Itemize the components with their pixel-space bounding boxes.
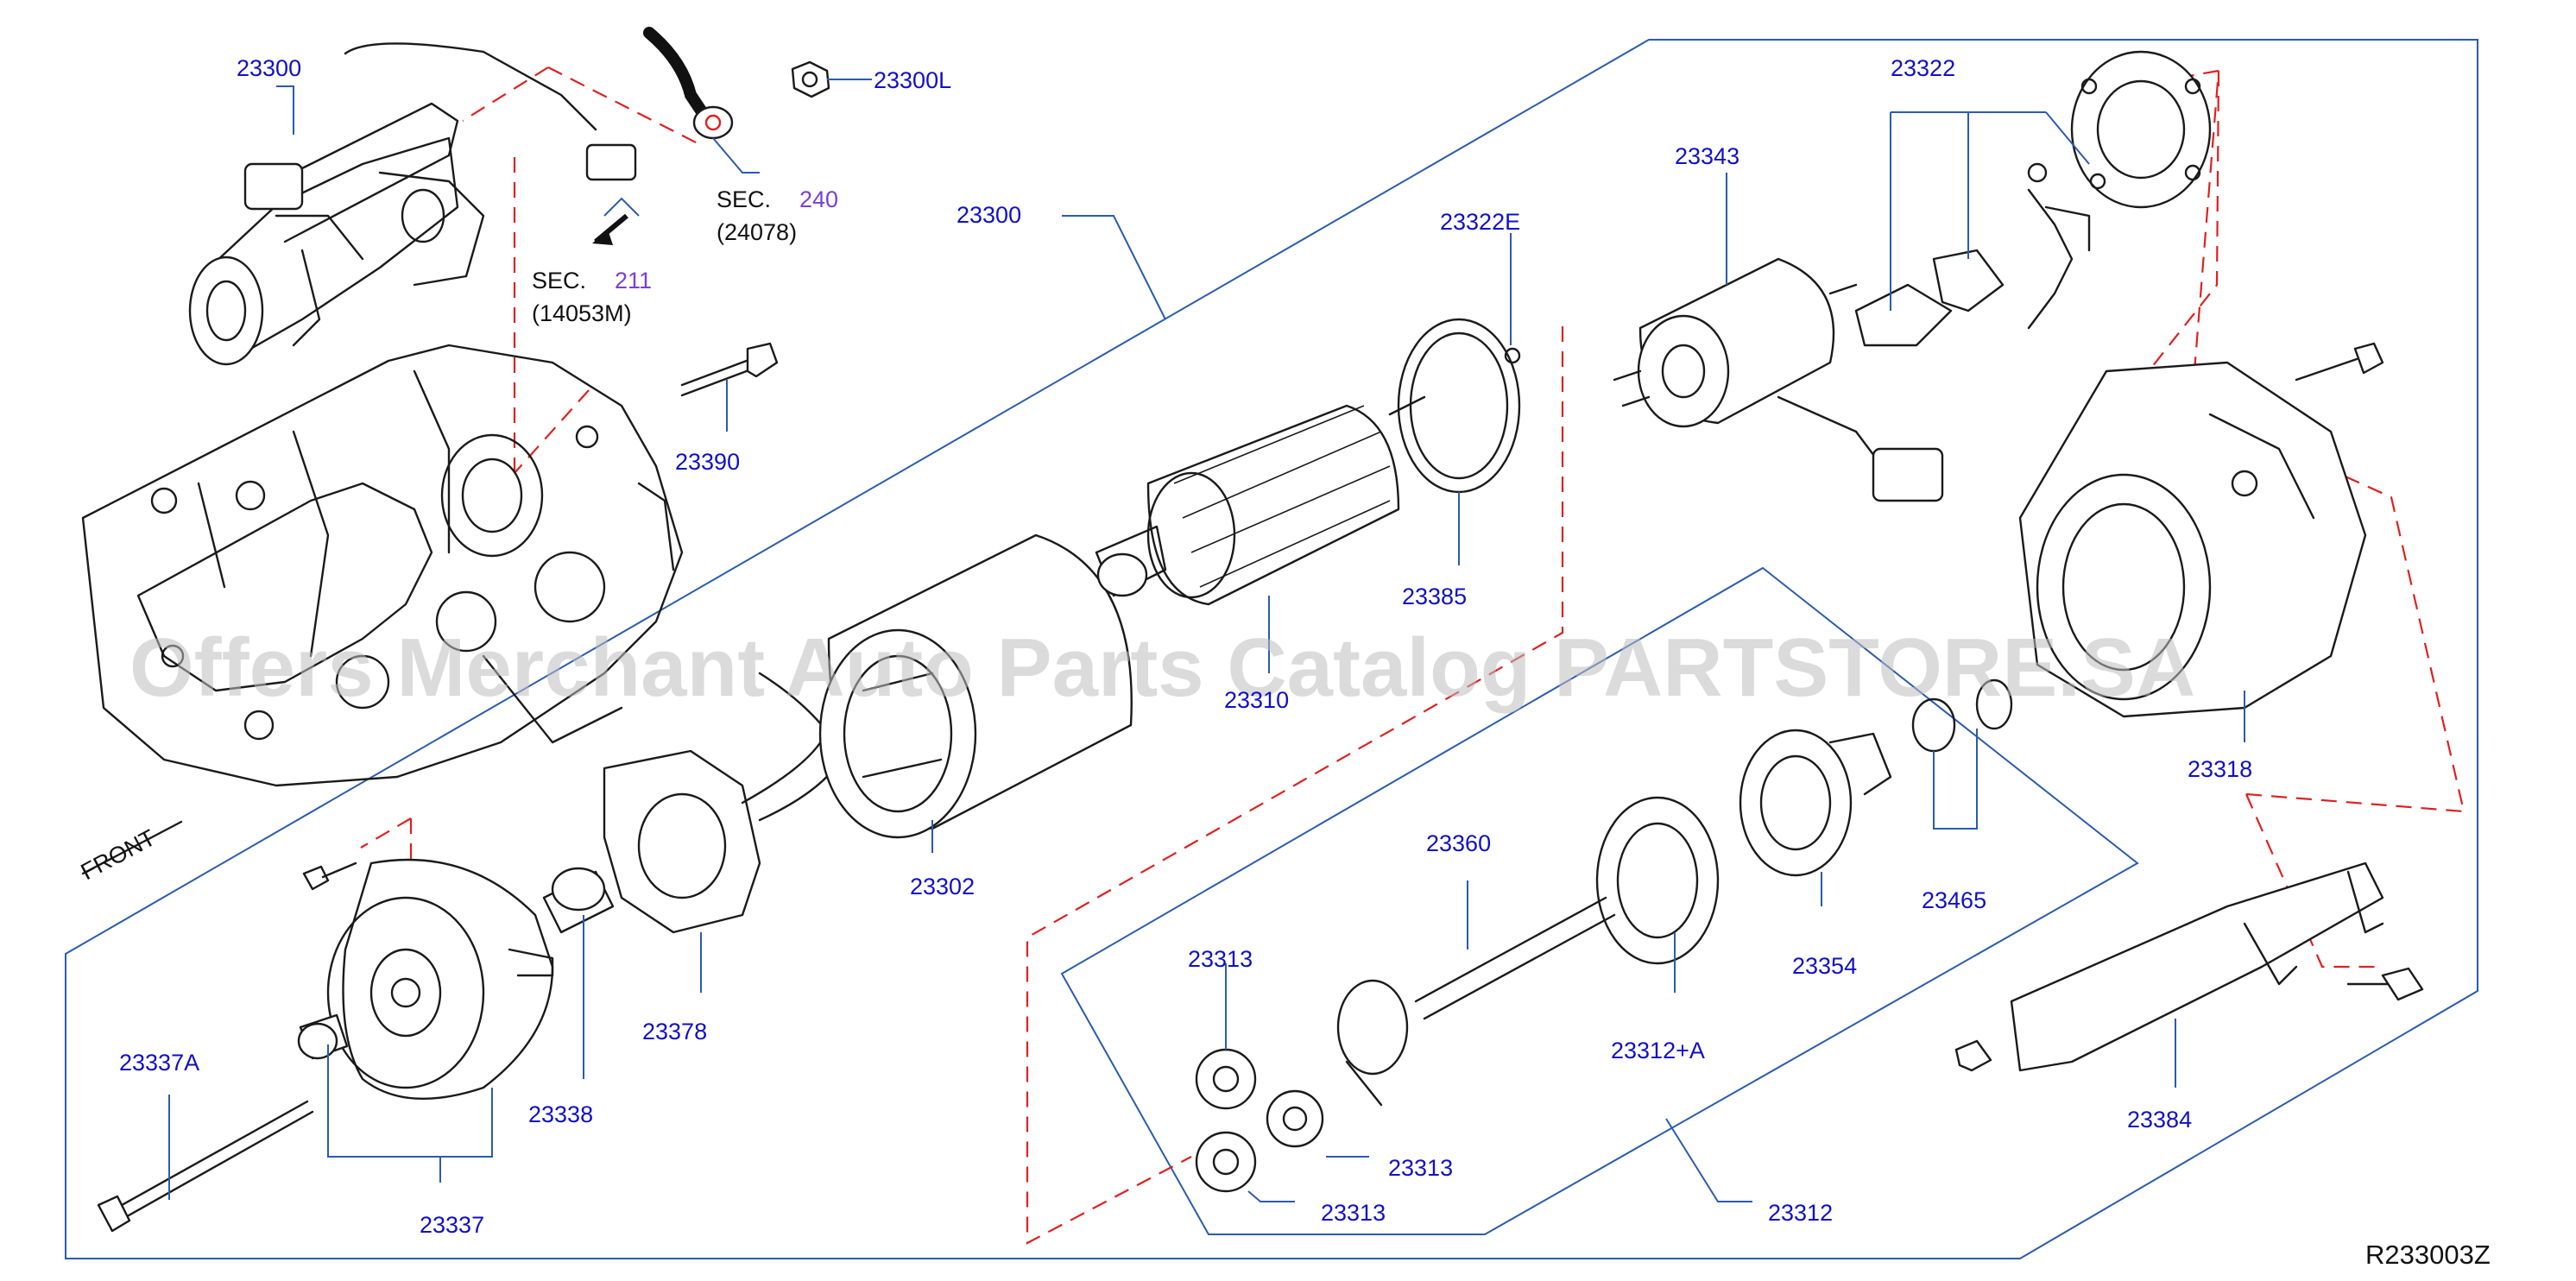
gear-set-boundary bbox=[1060, 566, 2139, 1235]
label-bearing[interactable]: 23338 bbox=[528, 1101, 593, 1127]
section-ref-240-code: (24078) bbox=[717, 219, 797, 245]
label-lever-bracket[interactable]: 23384 bbox=[2127, 1107, 2192, 1133]
front-indicator bbox=[81, 820, 183, 875]
label-planet-gear-b[interactable]: 23313 bbox=[1388, 1155, 1453, 1181]
battery-cable-illustration bbox=[592, 27, 760, 245]
magnetic-switch-illustration bbox=[1613, 257, 1944, 502]
label-starter-assy-group[interactable]: 23300 bbox=[957, 202, 1021, 228]
lever-bracket-illustration bbox=[1954, 861, 2424, 1072]
label-yoke-ring[interactable]: 23385 bbox=[1402, 584, 1467, 609]
section-ref-211[interactable]: SEC. 211 (14053M) bbox=[532, 268, 652, 326]
planet-gears-illustration bbox=[1195, 1048, 1324, 1193]
section-ref-211-number: 211 bbox=[615, 268, 652, 293]
bearing-illustration bbox=[542, 867, 615, 934]
bracket-illustration bbox=[1854, 162, 2091, 347]
label-starter-assy-top[interactable]: 23300 bbox=[237, 55, 301, 81]
section-ref-240-number: 240 bbox=[799, 186, 838, 212]
terminal-nut-illustration bbox=[791, 60, 830, 98]
flange-illustration bbox=[2070, 50, 2212, 209]
gear-case-illustration bbox=[2018, 342, 2384, 718]
label-clutch[interactable]: 23354 bbox=[1792, 953, 1857, 979]
armature-illustration bbox=[1095, 395, 1426, 606]
section-ref-240-prefix: SEC. bbox=[717, 186, 771, 212]
internal-gear-illustration bbox=[1595, 796, 1720, 965]
bushing-illustration bbox=[297, 1013, 349, 1060]
section-ref-211-prefix: SEC. bbox=[532, 268, 586, 293]
rear-screw-illustration bbox=[302, 861, 357, 891]
diagram-reference-code: R233003Z bbox=[2365, 1240, 2491, 1270]
label-pinion-shaft[interactable]: 23360 bbox=[1426, 830, 1491, 856]
label-mount-bolt[interactable]: 23390 bbox=[675, 449, 740, 475]
leader-lines bbox=[168, 79, 2245, 1202]
label-brush-holder[interactable]: 23378 bbox=[642, 1019, 707, 1044]
assembled-starter-illustration bbox=[188, 42, 637, 366]
clutch-illustration bbox=[1739, 729, 1892, 877]
watermark-text: Offers Merchant Auto Parts Catalog PARTS… bbox=[129, 622, 2195, 714]
yoke-illustration bbox=[818, 533, 1133, 839]
mount-bolt-illustration bbox=[680, 342, 779, 397]
section-ref-240[interactable]: SEC. 240 (24078) bbox=[717, 186, 838, 245]
label-terminal-nut[interactable]: 23300L bbox=[874, 67, 951, 93]
label-brush-cover[interactable]: 23322E bbox=[1440, 209, 1520, 235]
label-yoke[interactable]: 23302 bbox=[910, 874, 975, 899]
label-armature[interactable]: 23310 bbox=[1224, 687, 1289, 713]
label-rear-cover[interactable]: 23337 bbox=[420, 1212, 484, 1238]
front-label: FRONT bbox=[77, 824, 160, 885]
yoke-ring-illustration bbox=[1397, 318, 1521, 494]
label-rear-cover-bolt[interactable]: 23337A bbox=[119, 1050, 199, 1076]
pinion-shaft-illustration bbox=[1336, 896, 1616, 1107]
engine-block-illustration bbox=[81, 344, 684, 787]
rear-cover-illustration bbox=[326, 858, 554, 1100]
label-magnetic-switch[interactable]: 23343 bbox=[1675, 143, 1739, 169]
label-bracket[interactable]: 23322 bbox=[1891, 55, 1955, 81]
label-stop-ring[interactable]: 23465 bbox=[1922, 887, 1986, 913]
label-internal-gear[interactable]: 23312+A bbox=[1611, 1038, 1705, 1063]
through-bolt-illustration bbox=[97, 1100, 314, 1233]
label-gear-case[interactable]: 23318 bbox=[2188, 756, 2252, 782]
section-ref-211-code: (14053M) bbox=[532, 300, 632, 326]
starter-assembly-boundary bbox=[65, 39, 2478, 1259]
label-gear-set[interactable]: 23312 bbox=[1768, 1200, 1833, 1226]
label-planet-gear-a[interactable]: 23313 bbox=[1188, 946, 1253, 972]
label-planet-gear-c[interactable]: 23313 bbox=[1321, 1200, 1386, 1226]
